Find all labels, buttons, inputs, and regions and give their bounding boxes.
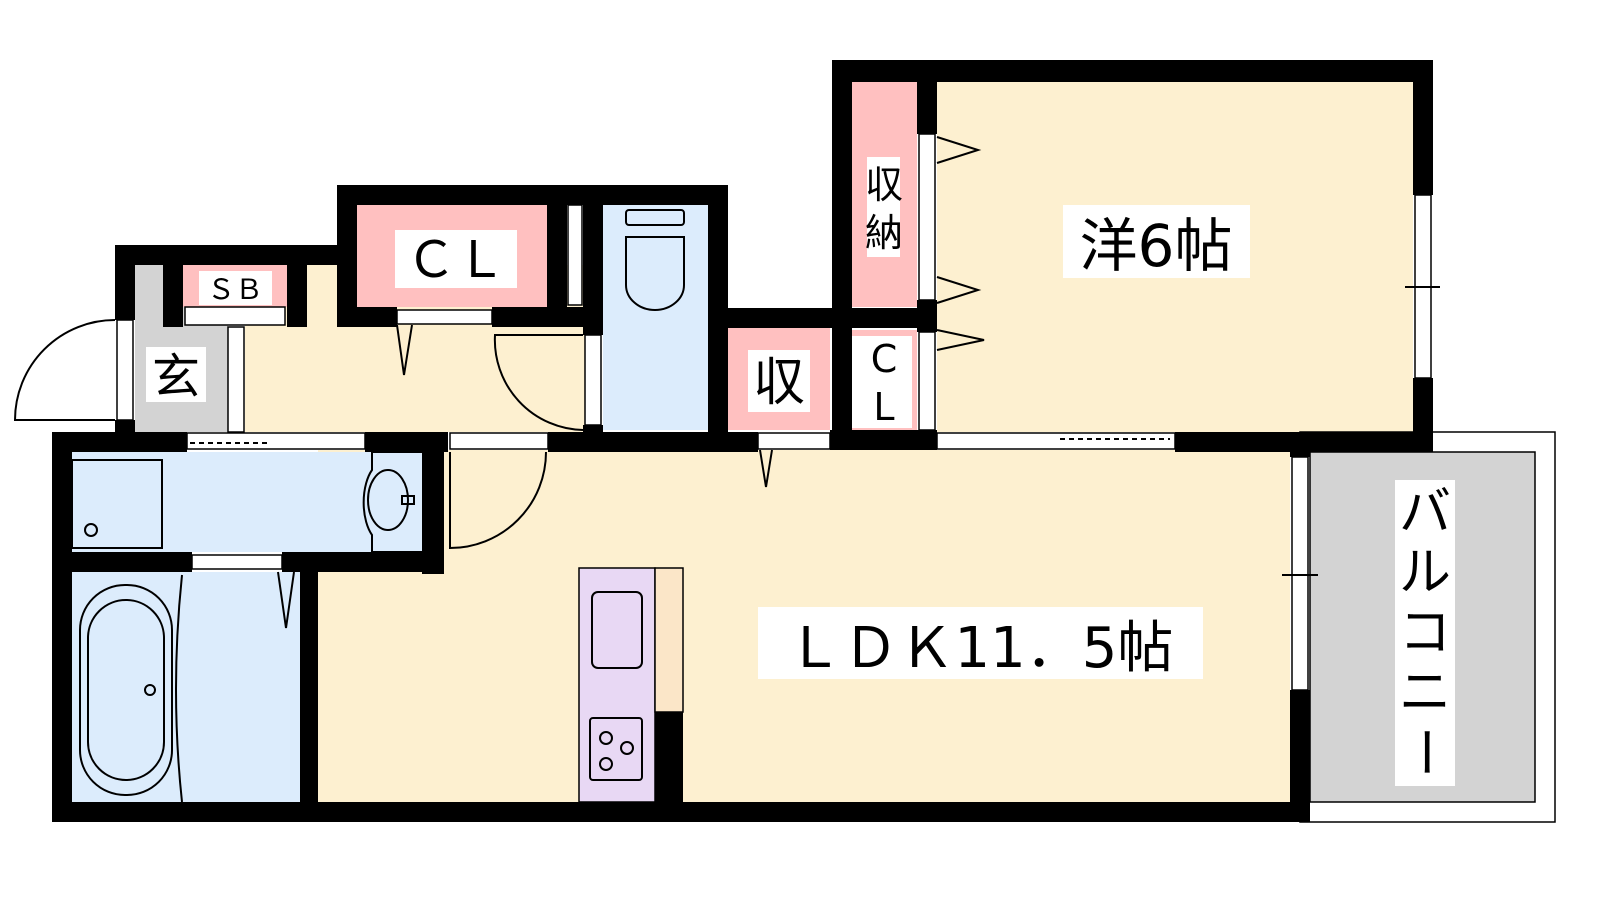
bathtub-icon (79, 574, 183, 803)
walls (52, 60, 1433, 822)
door-swings (13, 136, 985, 629)
storage-bedroom-label: 納 (865, 211, 903, 255)
toilet-floor (603, 205, 708, 430)
kitchen-counter (578, 567, 684, 803)
closet-bedroom-label: C (871, 337, 898, 381)
room-labels: 洋6帖 ＬＤＫ11．5帖 バ ル コ ニ ー 収 納 C L 収 ＣＬ ＳＢ 玄 (146, 157, 1455, 786)
balcony-label-char: ー (1394, 726, 1454, 778)
balcony-label-char: バ (1399, 483, 1451, 543)
balcony-label: バ ル コ ニ ー (1394, 483, 1454, 778)
washbasin-icon (362, 451, 422, 553)
washing-machine-icon (71, 459, 163, 549)
ldk-label: ＬＤＫ11．5帖 (787, 616, 1174, 681)
fixtures (71, 209, 685, 803)
washroom-floor (72, 452, 422, 552)
toilet-icon (625, 209, 685, 311)
stove-icon (589, 717, 643, 781)
storage-small-label: 収 (753, 353, 805, 413)
closet-bedroom-label: L (873, 385, 894, 429)
storage-bedroom-label: 収 (865, 163, 903, 207)
bathroom-floor (72, 572, 300, 802)
balcony-label-char: ル (1399, 543, 1451, 603)
closet-hall-label: ＣＬ (406, 231, 506, 289)
balcony-label-char: ニ (1399, 663, 1451, 723)
windows (116, 133, 1440, 691)
western-room-label: 洋6帖 (1080, 212, 1233, 280)
shoe-box-label: ＳＢ (207, 273, 263, 306)
balcony-label-char: コ (1399, 603, 1451, 663)
entrance-label: 玄 (152, 349, 200, 405)
sink-icon (591, 591, 643, 669)
